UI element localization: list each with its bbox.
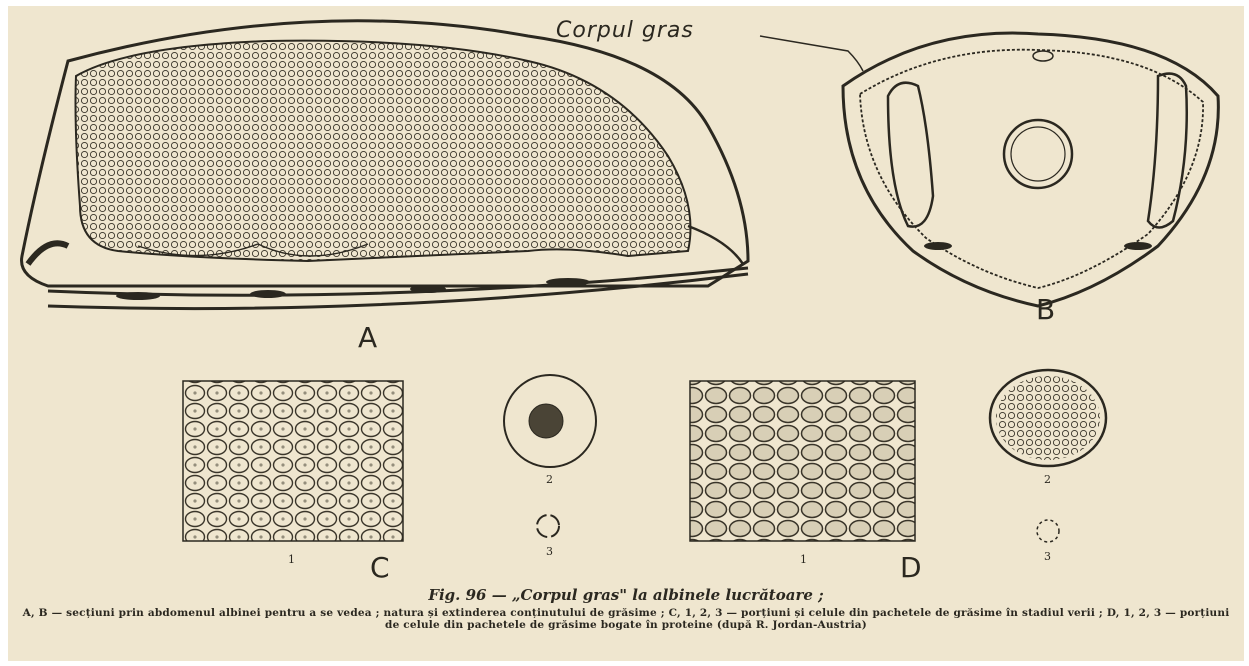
section-a-drawing (22, 21, 748, 309)
label-d2: 2 (1044, 474, 1051, 485)
figure-caption-title: Fig. 96 — „Corpul gras" la albinele lucr… (8, 586, 1244, 604)
label-a: A (358, 324, 377, 352)
label-d: D (900, 554, 922, 582)
label-b: B (1036, 296, 1055, 324)
tissue-block-c (183, 381, 403, 541)
label-d3: 3 (1044, 551, 1051, 562)
callout-corpul-gras: Corpul gras (556, 18, 694, 43)
label-c2: 2 (546, 474, 553, 485)
section-b-drawing (760, 33, 1218, 306)
cell-d3-drawing (1037, 520, 1059, 542)
label-c3: 3 (546, 546, 553, 557)
label-c: C (370, 554, 390, 582)
tissue-block-d (690, 381, 915, 541)
cell-c3-drawing (537, 515, 559, 537)
cell-c2-drawing (504, 375, 596, 467)
figure-caption-body: A, B — secțiuni prin abdomenul albinei p… (22, 607, 1230, 631)
illustration-plate (8, 6, 1244, 661)
label-c1: 1 (288, 554, 295, 565)
cell-d2-drawing (990, 370, 1106, 466)
figure-page: Corpul gras A B C D 1 2 3 1 2 3 Fig. 96 … (8, 6, 1244, 661)
label-d1: 1 (800, 554, 807, 565)
